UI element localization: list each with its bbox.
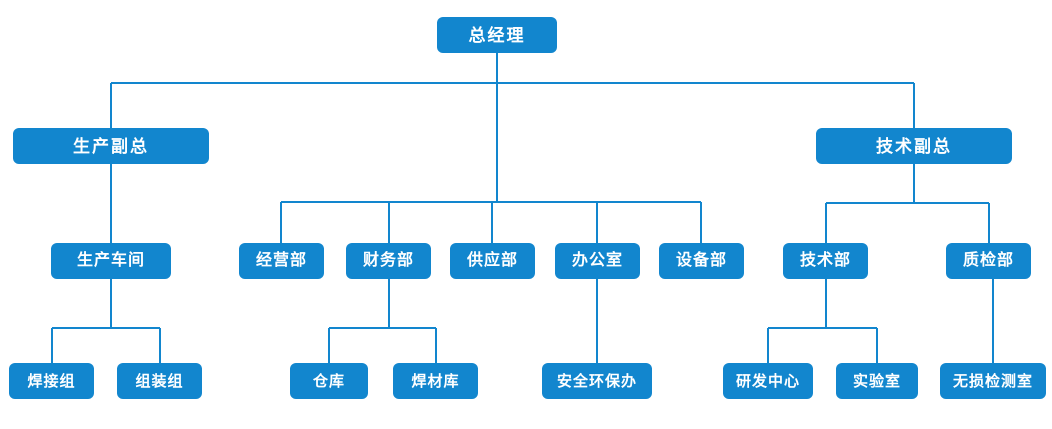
- org-node-tech_vp[interactable]: 技术副总: [816, 128, 1012, 164]
- org-node-assembly_team[interactable]: 组装组: [117, 363, 202, 399]
- org-node-equipment[interactable]: 设备部: [659, 243, 744, 279]
- org-node-weld_store[interactable]: 焊材库: [393, 363, 478, 399]
- org-node-operations[interactable]: 经营部: [239, 243, 324, 279]
- org-node-supply[interactable]: 供应部: [450, 243, 535, 279]
- org-node-welding_team[interactable]: 焊接组: [9, 363, 94, 399]
- org-node-workshop[interactable]: 生产车间: [51, 243, 171, 279]
- org-node-safety_office[interactable]: 安全环保办: [542, 363, 652, 399]
- org-node-gm[interactable]: 总经理: [437, 17, 557, 53]
- org-node-finance[interactable]: 财务部: [346, 243, 431, 279]
- org-node-prod_vp[interactable]: 生产副总: [13, 128, 209, 164]
- org-node-ndt_room[interactable]: 无损检测室: [940, 363, 1046, 399]
- org-node-laboratory[interactable]: 实验室: [836, 363, 918, 399]
- org-node-rnd_center[interactable]: 研发中心: [723, 363, 813, 399]
- org-node-office[interactable]: 办公室: [555, 243, 640, 279]
- org-node-technology[interactable]: 技术部: [783, 243, 868, 279]
- org-node-warehouse[interactable]: 仓库: [290, 363, 368, 399]
- org-node-quality[interactable]: 质检部: [946, 243, 1031, 279]
